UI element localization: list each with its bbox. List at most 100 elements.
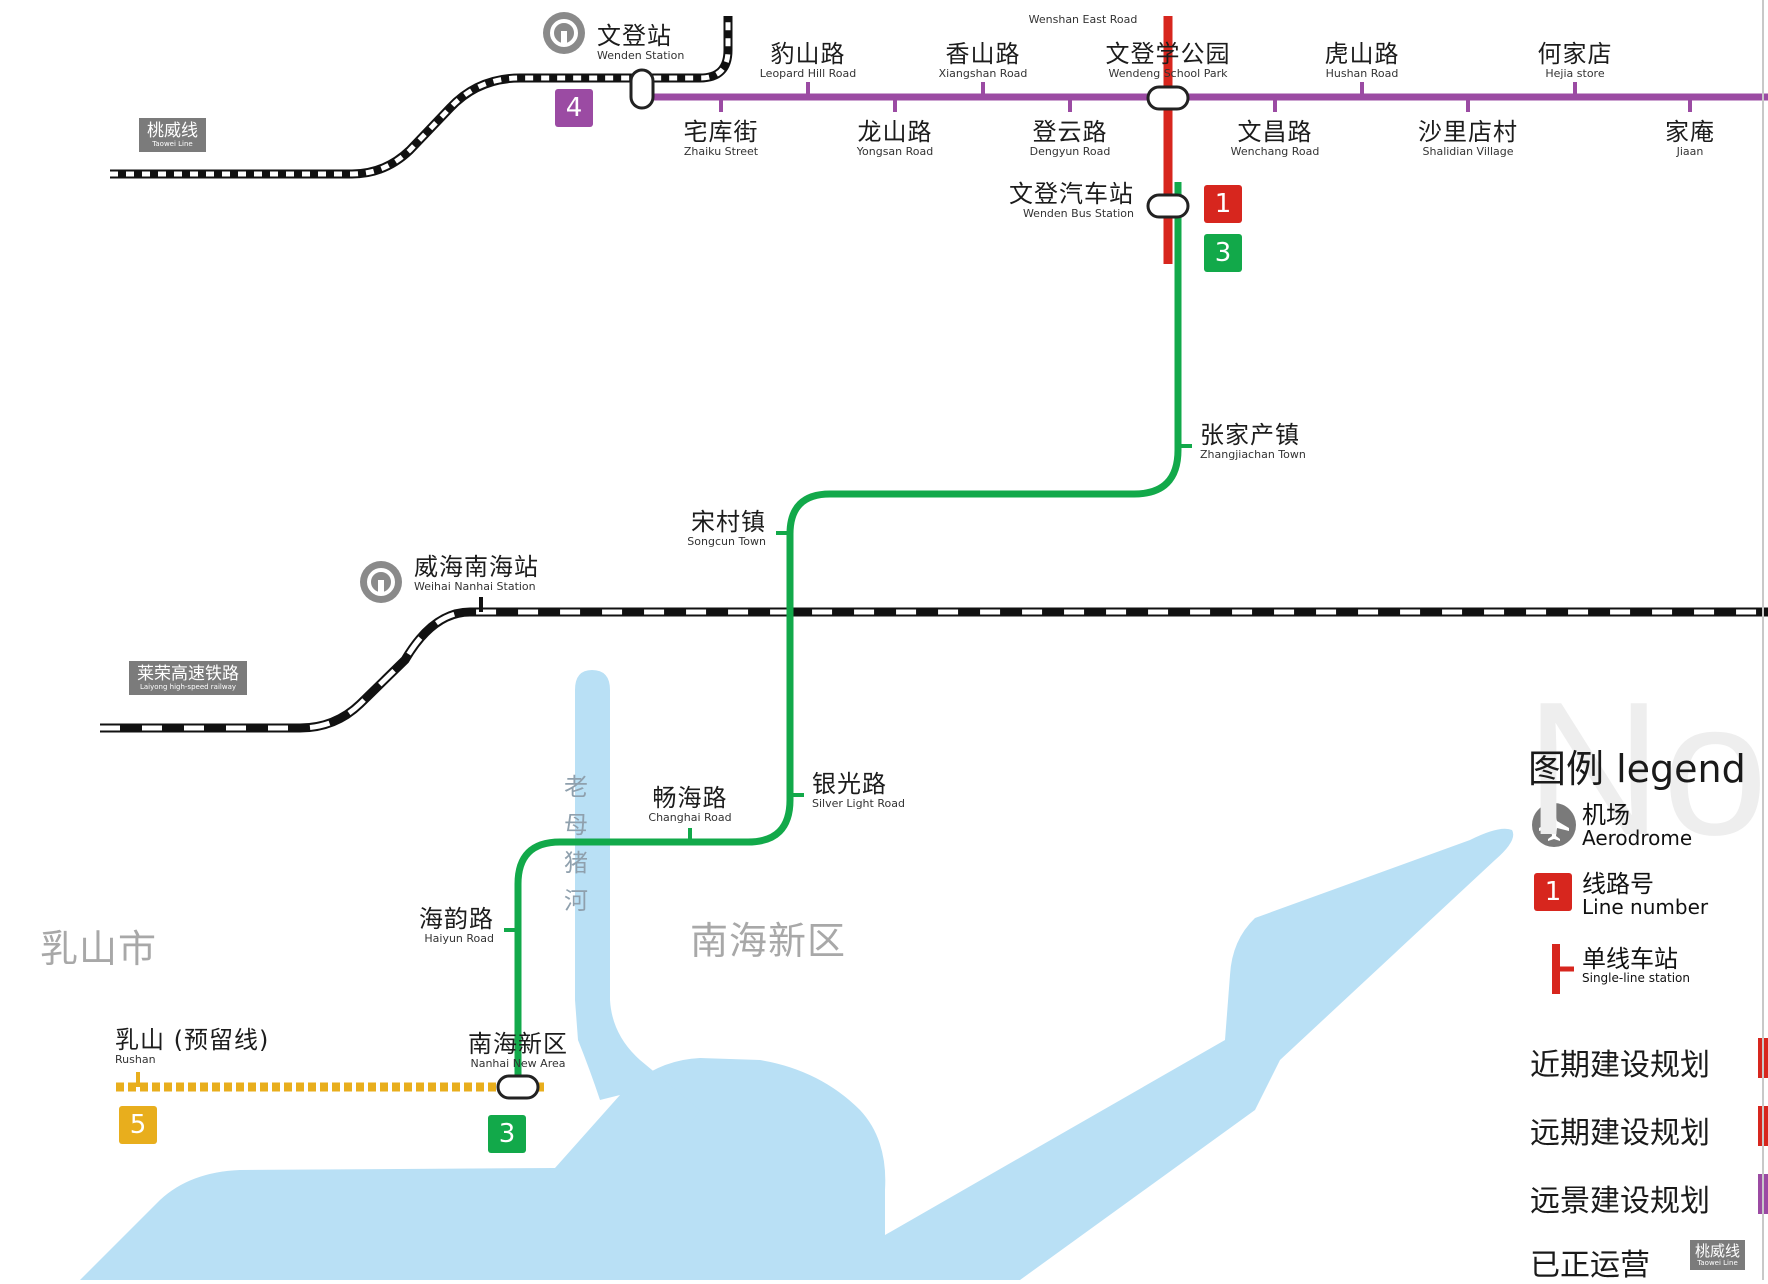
station-name-cn: 宋村镇 — [691, 508, 766, 536]
station-name-cn: 虎山路 — [1324, 40, 1400, 68]
interchange-nanhai-new-area[interactable] — [496, 1074, 540, 1100]
station-name-cn: 银光路 — [812, 770, 887, 798]
line-3-badge-south[interactable]: 3 — [488, 1115, 526, 1153]
station-name-en: Wenchang Road — [1230, 145, 1320, 158]
legend-line-number: 线路号 Line number — [1582, 870, 1709, 920]
airplane-icon-shape — [1539, 810, 1569, 841]
station-name-en: Changhai Road — [648, 811, 732, 824]
station-school-park[interactable]: 文登学公园 Wendeng School Park — [1106, 42, 1231, 79]
line-3-badge-north[interactable]: 3 — [1204, 234, 1242, 272]
station-yinguang[interactable]: 银光路 Silver Light Road — [812, 772, 905, 809]
river-char: 老 — [564, 773, 588, 801]
laiyong-line-tag: 莱荣高速铁路 Laiyong high-speed railway — [129, 661, 247, 696]
laiyong-rail-line — [100, 607, 1768, 733]
railway-station-icon — [543, 12, 585, 54]
station-name-cn: 香山路 — [945, 40, 1021, 68]
station-name-cn: 龙山路 — [857, 118, 933, 146]
station-name-en: Hejia store — [1545, 67, 1605, 80]
station-bus-station[interactable]: 文登汽车站 Wenden Bus Station — [1009, 182, 1134, 219]
area-label-nanhai-district: 南海新区 — [690, 919, 847, 963]
taowei-line-tag: 桃威线 Taowei Line — [139, 118, 206, 153]
station-name-en: Hushan Road — [1325, 67, 1399, 80]
station-name-cn: 畅海路 — [652, 784, 728, 812]
legend-airport: 机场 Aerodrome — [1582, 801, 1693, 851]
station-dengyun[interactable]: 登云路 Dengyun Road — [1030, 120, 1111, 157]
station-hushan[interactable]: 虎山路 Hushan Road — [1325, 42, 1400, 79]
station-name-cn: 南海新区 — [468, 1030, 568, 1058]
station-name-cn: 何家店 — [1537, 40, 1613, 68]
legend-airport-en: Aerodrome — [1582, 826, 1693, 851]
taowei-line-name: 桃威线 — [147, 121, 198, 141]
airplane-icon — [1532, 803, 1576, 847]
legend-operating-sample: 桃威线 Taowei Line — [1690, 1240, 1746, 1271]
station-rushan-reserved[interactable]: 乳山 (预留线) Rushan — [115, 1028, 269, 1065]
legend-long-term: 远期建设规划 — [1530, 1116, 1710, 1151]
interchange-wendeng-station[interactable] — [629, 68, 655, 110]
station-longshan[interactable]: 龙山路 Yongsan Road — [857, 120, 933, 157]
interchange-school-park[interactable] — [1146, 85, 1190, 111]
rail-station-weihai-nanhai[interactable]: 威海南海站 Weihai Nanhai Station — [414, 555, 539, 592]
station-hejia[interactable]: 何家店 Hejia store — [1538, 42, 1613, 79]
station-xiangshan[interactable]: 香山路 Xiangshan Road — [939, 42, 1028, 79]
station-name-cn: 张家产镇 — [1200, 421, 1300, 449]
station-zhangjiachan[interactable]: 张家产镇 Zhangjiachan Town — [1200, 423, 1306, 460]
area-label-rushan-city: 乳山市 — [40, 927, 158, 971]
line-1-badge[interactable]: 1 — [1204, 185, 1242, 223]
station-nanhai-new-area[interactable]: 南海新区 Nanhai New Area — [468, 1032, 568, 1069]
station-name-en: Nanhai New Area — [470, 1057, 566, 1070]
legend-single-station-en: Single-line station — [1582, 971, 1690, 986]
station-songcun[interactable]: 宋村镇 Songcun Town — [687, 510, 766, 547]
legend-single-station-cn: 单线车站 — [1582, 945, 1678, 973]
station-name-cn: 家庵 — [1665, 118, 1715, 146]
station-zhaiku[interactable]: 宅库街 Zhaiku Street — [684, 120, 759, 157]
station-name-en: Silver Light Road — [812, 797, 905, 810]
station-name-en: Haiyun Road — [424, 932, 494, 945]
station-name-en: Weihai Nanhai Station — [414, 580, 536, 593]
rail-station-wendeng[interactable]: 文登站 Wenden Station — [597, 24, 684, 61]
station-name-cn: 文昌路 — [1237, 118, 1313, 146]
station-ticks — [136, 82, 1692, 1087]
station-name-en: Dengyun Road — [1029, 145, 1111, 158]
legend-line-number-en: Line number — [1582, 895, 1709, 920]
station-name-cn: 沙里店村 — [1418, 118, 1518, 146]
line-5-badge[interactable]: 5 — [119, 1106, 157, 1144]
station-name-en: Zhaiku Street — [683, 145, 759, 158]
railway-station-icon-stem — [378, 580, 384, 592]
water-body — [80, 670, 1514, 1280]
railway-station-icon-ring — [367, 568, 395, 596]
station-wenchang[interactable]: 文昌路 Wenchang Road — [1231, 120, 1320, 157]
station-wenshan-east[interactable]: Wenshan East Road — [1029, 12, 1138, 25]
station-shalidian[interactable]: 沙里店村 Shalidian Village — [1418, 120, 1518, 157]
legend-operating: 已正运营 — [1530, 1248, 1650, 1283]
legend-single-station: 单线车站 Single-line station — [1582, 945, 1690, 986]
legend-operating-sample-en: Taowei Line — [1697, 1258, 1738, 1267]
station-name-cn: 登云路 — [1032, 118, 1108, 146]
station-name-en: Rushan — [115, 1053, 156, 1066]
station-name-en: Jiaan — [1676, 145, 1704, 158]
station-jiaan[interactable]: 家庵 Jiaan — [1665, 120, 1715, 157]
station-haiyun[interactable]: 海韵路 Haiyun Road — [419, 907, 494, 944]
station-name-cn: 豹山路 — [770, 40, 846, 68]
line-4-badge[interactable]: 4 — [555, 89, 593, 127]
line-3-route — [514, 182, 1182, 1082]
legend-title: 图例 legend — [1528, 747, 1746, 791]
station-name-cn: 海韵路 — [419, 905, 494, 933]
interchange-bus-station[interactable] — [1146, 193, 1190, 219]
legend-vision: 远景建设规划 — [1530, 1184, 1710, 1219]
station-name-en: Wenshan East Road — [1028, 13, 1138, 26]
legend-line-number-cn: 线路号 — [1582, 870, 1654, 898]
station-name-en: Shalidian Village — [1422, 145, 1514, 158]
legend-line-number-sample: 1 — [1534, 873, 1572, 911]
station-changhai[interactable]: 畅海路 Changhai Road — [648, 786, 731, 823]
river-char: 母 — [564, 811, 588, 839]
station-name-cn: 文登汽车站 — [1009, 180, 1134, 208]
station-name-cn: 文登站 — [597, 22, 672, 50]
river-char: 猪 — [564, 849, 588, 877]
legend-near-term: 近期建设规划 — [1530, 1048, 1710, 1083]
station-leopard-hill[interactable]: 豹山路 Leopard Hill Road — [760, 42, 857, 79]
watermark: No — [1525, 663, 1768, 875]
legend-airport-cn: 机场 — [1582, 801, 1630, 829]
station-name-en: Songcun Town — [687, 535, 766, 548]
taowei-rail-dash — [110, 16, 731, 177]
